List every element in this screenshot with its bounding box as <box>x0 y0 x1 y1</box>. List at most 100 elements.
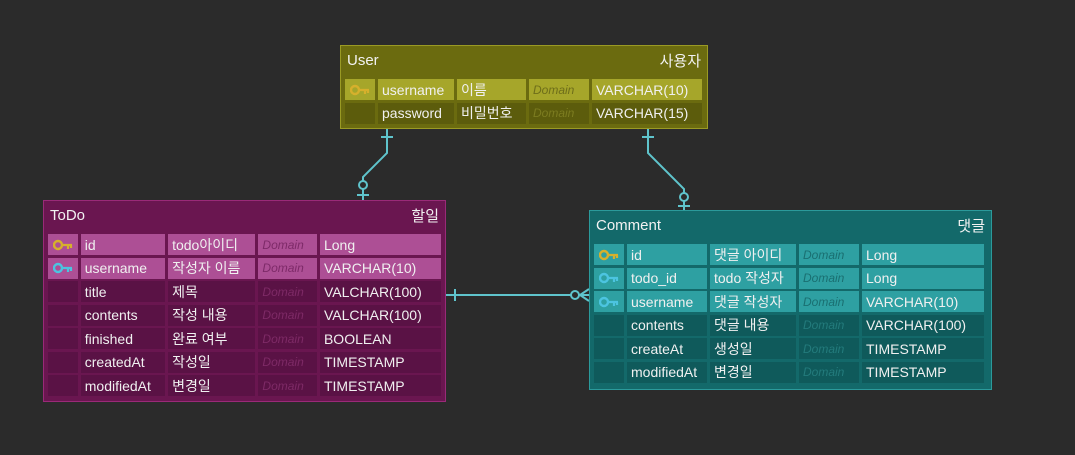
zero-mark-todo-comment <box>570 290 580 300</box>
column-row[interactable]: username 이름 Domain VARCHAR(10) <box>345 78 703 102</box>
column-list: username 이름 Domain VARCHAR(10) password … <box>341 74 707 125</box>
column-domain: Domain <box>799 314 859 336</box>
column-domain: Domain <box>799 338 859 360</box>
key-slot <box>594 338 624 360</box>
column-domain: Domain <box>529 79 589 101</box>
column-type: Long <box>862 267 984 289</box>
column-label: 생성일 <box>710 338 796 360</box>
column-name: modifiedAt <box>627 361 707 383</box>
column-domain: Domain <box>258 375 317 397</box>
entity-todo[interactable]: ToDo 할일 id todo아이디 Domain Long username … <box>43 200 446 402</box>
column-label: 작성 내용 <box>168 304 256 326</box>
column-row[interactable]: username 댓글 작성자 Domain VARCHAR(10) <box>594 290 987 314</box>
column-name: username <box>80 257 166 279</box>
entity-user[interactable]: User 사용자 username 이름 Domain VARCHAR(10) … <box>340 45 708 129</box>
column-row[interactable]: createdAt 작성일 Domain TIMESTAMP <box>48 351 441 375</box>
column-row[interactable]: contents 작성 내용 Domain VALCHAR(100) <box>48 304 441 328</box>
column-label: 완료 여부 <box>168 328 256 350</box>
column-row[interactable]: title 제목 Domain VALCHAR(100) <box>48 280 441 304</box>
primary-key-icon <box>48 234 78 256</box>
column-name: contents <box>80 304 166 326</box>
column-type: TIMESTAMP <box>319 351 441 373</box>
column-domain: Domain <box>258 234 317 256</box>
column-row[interactable]: username 작성자 이름 Domain VARCHAR(10) <box>48 257 441 281</box>
column-name: finished <box>80 328 166 350</box>
column-type: VARCHAR(15) <box>592 102 702 124</box>
relationship-user-todo[interactable] <box>357 128 393 200</box>
column-label: 비밀번호 <box>457 102 526 124</box>
column-name: todo_id <box>627 267 707 289</box>
column-row[interactable]: modifiedAt 변경일 Domain TIMESTAMP <box>594 361 987 385</box>
column-name: title <box>80 281 166 303</box>
column-row[interactable]: password 비밀번호 Domain VARCHAR(15) <box>345 102 703 126</box>
column-type: VALCHAR(100) <box>319 281 441 303</box>
column-type: TIMESTAMP <box>862 361 984 383</box>
column-domain: Domain <box>799 291 859 313</box>
key-slot <box>594 314 624 336</box>
column-row[interactable]: id 댓글 아이디 Domain Long <box>594 243 987 267</box>
column-domain: Domain <box>258 328 317 350</box>
column-domain: Domain <box>799 244 859 266</box>
key-slot <box>48 304 78 326</box>
entity-name: User <box>347 51 379 69</box>
column-domain: Domain <box>799 267 859 289</box>
column-type: Long <box>319 234 441 256</box>
column-list: id 댓글 아이디 Domain Long todo_id todo 작성자 D… <box>590 239 991 384</box>
entity-header[interactable]: ToDo 할일 <box>44 201 445 229</box>
key-slot <box>48 328 78 350</box>
column-label: 변경일 <box>168 375 256 397</box>
column-row[interactable]: modifiedAt 변경일 Domain TIMESTAMP <box>48 374 441 398</box>
column-label: 댓글 아이디 <box>710 244 796 266</box>
entity-name: ToDo <box>50 206 86 224</box>
zero-mark-todo <box>358 180 368 190</box>
column-label: todo 작성자 <box>710 267 796 289</box>
column-label: 작성자 이름 <box>168 257 256 279</box>
column-name: username <box>627 291 707 313</box>
entity-label: 할일 <box>411 207 439 225</box>
column-name: createdAt <box>80 351 166 373</box>
column-label: 작성일 <box>168 351 256 373</box>
foreign-key-icon <box>48 257 78 279</box>
column-row[interactable]: todo_id todo 작성자 Domain Long <box>594 267 987 291</box>
key-slot <box>48 281 78 303</box>
column-label: 변경일 <box>710 361 796 383</box>
column-name: modifiedAt <box>80 375 166 397</box>
column-domain: Domain <box>529 102 589 124</box>
column-name: username <box>378 79 454 101</box>
column-type: TIMESTAMP <box>862 338 984 360</box>
column-row[interactable]: id todo아이디 Domain Long <box>48 233 441 257</box>
column-row[interactable]: createAt 생성일 Domain TIMESTAMP <box>594 337 987 361</box>
column-type: BOOLEAN <box>319 328 441 350</box>
column-type: VARCHAR(10) <box>592 79 702 101</box>
entity-header[interactable]: Comment 댓글 <box>590 211 991 239</box>
primary-key-icon <box>345 79 375 101</box>
entity-header[interactable]: User 사용자 <box>341 46 707 74</box>
zero-mark-comment <box>679 192 689 202</box>
relationship-todo-comment[interactable] <box>446 288 590 302</box>
column-type: Long <box>862 244 984 266</box>
column-domain: Domain <box>258 351 317 373</box>
entity-comment[interactable]: Comment 댓글 id 댓글 아이디 Domain Long todo_id… <box>589 210 992 390</box>
column-label: 댓글 작성자 <box>710 291 796 313</box>
key-slot <box>345 102 375 124</box>
column-domain: Domain <box>258 281 317 303</box>
column-list: id todo아이디 Domain Long username 작성자 이름 D… <box>44 229 445 398</box>
column-row[interactable]: finished 완료 여부 Domain BOOLEAN <box>48 327 441 351</box>
key-slot <box>48 351 78 373</box>
column-label: 제목 <box>168 281 256 303</box>
column-name: id <box>627 244 707 266</box>
foreign-key-icon <box>594 267 624 289</box>
entity-label: 댓글 <box>957 217 985 235</box>
column-row[interactable]: contents 댓글 내용 Domain VARCHAR(100) <box>594 314 987 338</box>
column-type: VARCHAR(10) <box>862 291 984 313</box>
column-name: createAt <box>627 338 707 360</box>
column-label: 댓글 내용 <box>710 314 796 336</box>
relationship-user-comment[interactable] <box>642 128 690 210</box>
entity-name: Comment <box>596 216 662 234</box>
column-label: 이름 <box>457 79 526 101</box>
column-type: VARCHAR(10) <box>319 257 441 279</box>
primary-key-icon <box>594 244 624 266</box>
crowfoot-mark-todo-comment <box>578 288 590 302</box>
column-label: todo아이디 <box>168 234 256 256</box>
